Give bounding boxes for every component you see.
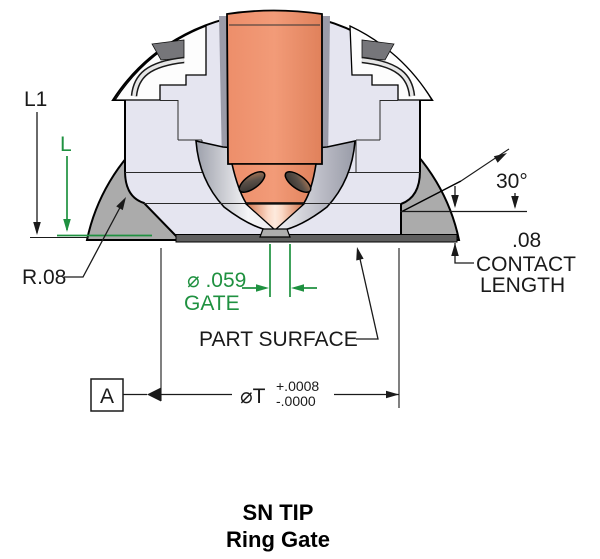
left-pocket-shadow	[151, 39, 185, 61]
gate-nub	[259, 228, 291, 238]
dimension-contact-length: .08 CONTACT LENGTH	[451, 186, 576, 297]
dim-l1-label: L1	[24, 88, 47, 111]
dimension-r08: R.08	[22, 195, 130, 289]
drawing-title: SN TIP Ring Gate	[226, 500, 330, 552]
datum-triangle	[147, 387, 161, 402]
part-surface-label: PART SURFACE	[199, 328, 358, 351]
dimension-gate: ⌀ .059 GATE	[184, 244, 317, 315]
dim-contact-word2: LENGTH	[480, 274, 565, 297]
tolerance-plus: +.0008	[276, 378, 319, 394]
inner-cone	[244, 203, 306, 231]
left-gap-sliver	[219, 16, 227, 164]
title-line1: SN TIP	[243, 500, 314, 525]
dim-contact-word1: CONTACT	[476, 253, 576, 276]
dim-l-label: L	[60, 133, 72, 156]
dim-r08-label: R.08	[22, 266, 66, 289]
gate-word-label: GATE	[184, 292, 240, 315]
dim-angle-label: 30°	[496, 170, 528, 193]
right-gap-sliver	[322, 16, 330, 164]
right-channel	[361, 58, 414, 97]
dimension-tip-diameter: A ⌀T +.0008 -.0000	[90, 248, 400, 412]
dim-contact-value: .08	[512, 229, 541, 252]
gate-diameter-label: ⌀ .059	[187, 269, 246, 292]
label-part-surface: PART SURFACE	[199, 246, 379, 351]
tip-dome-body	[85, 9, 462, 243]
title-line2: Ring Gate	[226, 527, 330, 552]
dimension-angle-30: 30°	[400, 148, 528, 213]
part-surface-strip	[175, 234, 458, 243]
left-channel	[132, 58, 185, 97]
chamfer-edge	[400, 180, 462, 213]
left-flow-port	[238, 170, 266, 194]
right-flow-port	[284, 170, 312, 194]
datum-box	[90, 378, 124, 412]
tolerance-minus: -.0000	[276, 393, 316, 409]
melt-channel	[226, 9, 323, 165]
datum-label: A	[100, 385, 114, 408]
dimension-l1: L1	[24, 88, 88, 239]
tip-diameter-label: ⌀T	[240, 385, 266, 408]
right-pocket-shadow	[361, 39, 395, 61]
